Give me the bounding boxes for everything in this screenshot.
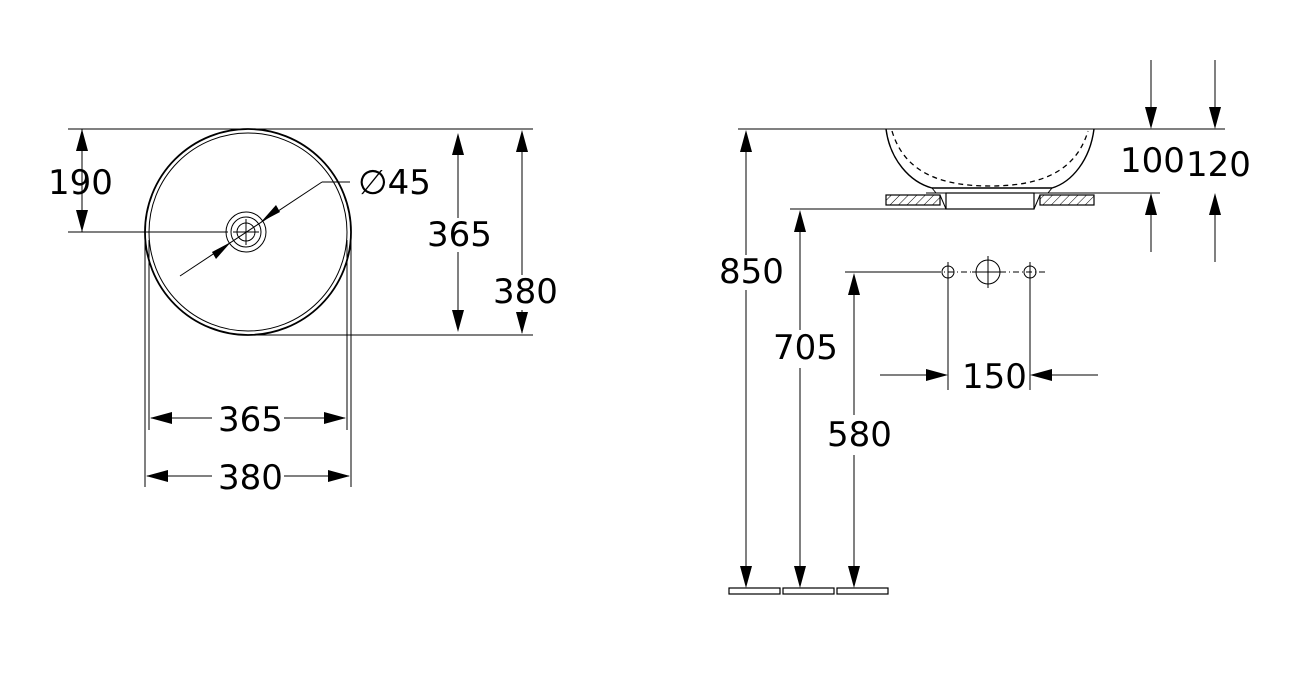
arrow-365h-left (150, 412, 172, 424)
arrow-380h-left (146, 470, 168, 482)
countertop-right (1039, 194, 1095, 206)
dim-580-label: 580 (827, 415, 892, 455)
arrow-580-top (848, 273, 860, 295)
bowl-inner-hidden (891, 130, 1089, 187)
arrow-380v-bottom (516, 312, 528, 334)
arrow-380h-right (328, 470, 350, 482)
base-plate (945, 192, 1035, 210)
dim-365-horizontal-label: 365 (218, 400, 283, 440)
dim-365-vertical-label: 365 (427, 215, 492, 255)
drain-icon (225, 211, 267, 253)
arrow-120-top (1209, 107, 1221, 129)
right-connection-icon (1023, 262, 1037, 282)
arrow-45-inner (261, 205, 280, 222)
arrow-580-bottom (848, 566, 860, 588)
dim-150-label: 150 (962, 357, 1027, 397)
bowl-outer (885, 128, 1095, 189)
dim-705-label: 705 (773, 328, 838, 368)
arrow-850-bottom (740, 566, 752, 588)
arrow-850-top (740, 130, 752, 152)
arrow-365v-top (452, 133, 464, 155)
floor-slab-1 (728, 587, 781, 595)
dim-850-label: 850 (719, 252, 784, 292)
floor-slab-3 (836, 587, 889, 595)
arrow-190-top (76, 129, 88, 151)
arrow-120-bottom (1209, 193, 1221, 215)
dim-380-horizontal-label: 380 (218, 458, 283, 498)
arrow-45-outer (212, 242, 231, 259)
diameter-leader (179, 181, 323, 277)
side-view: 100 120 850 705 580 (719, 60, 1251, 595)
center-connection-icon (972, 256, 1004, 288)
arrow-705-top (794, 210, 806, 232)
arrow-365h-right (324, 412, 346, 424)
arrow-100-top (1145, 107, 1157, 129)
dim-45-label: ∅45 (358, 163, 431, 203)
arrow-380v-top (516, 130, 528, 152)
dim-120-label: 120 (1186, 145, 1251, 185)
arrow-100-bottom (1145, 193, 1157, 215)
left-connection-icon (941, 262, 955, 282)
arrow-705-bottom (794, 566, 806, 588)
plan-view: 190 ∅45 365 380 365 380 (48, 128, 558, 498)
arrow-190-bottom (76, 210, 88, 232)
arrow-150-right (1030, 369, 1052, 381)
arrow-365v-bottom (452, 310, 464, 332)
floor-slab-2 (782, 587, 835, 595)
dim-100-label: 100 (1120, 141, 1185, 181)
arrow-150-left (926, 369, 948, 381)
dim-380-vertical-label: 380 (493, 272, 558, 312)
countertop-left (885, 194, 941, 206)
dim-190-label: 190 (48, 163, 113, 203)
